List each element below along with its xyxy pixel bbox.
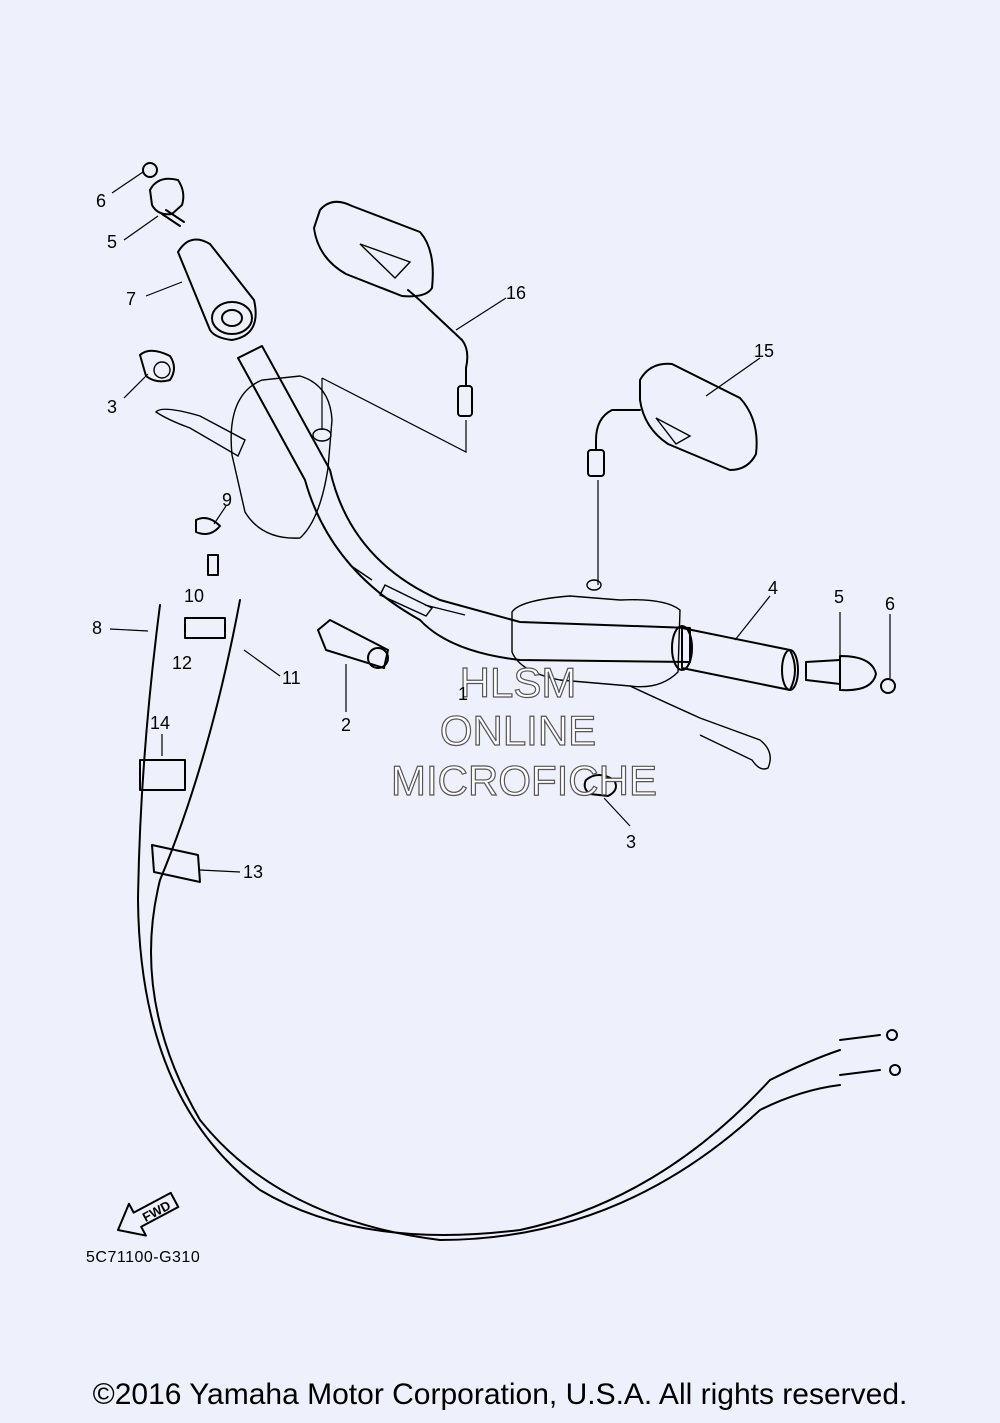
callout-6-left: 6 (96, 191, 106, 211)
callout-16: 16 (506, 283, 526, 303)
watermark-line3: MICROFICHE (391, 757, 657, 804)
copyright-notice: ©2016 Yamaha Motor Corporation, U.S.A. A… (92, 1378, 908, 1411)
left-grip (177, 238, 257, 341)
callout-1: 1 (458, 684, 468, 704)
screw-10 (207, 554, 219, 576)
diagram-code: 5C71100-G310 (86, 1249, 200, 1266)
left-bar-end-weight (142, 162, 185, 227)
callout-8: 8 (92, 618, 102, 638)
clip-9 (195, 517, 221, 535)
cable-guide-13 (151, 844, 201, 883)
bracket-2 (317, 619, 389, 669)
callout-12: 12 (172, 653, 192, 673)
mirror-left (313, 200, 473, 417)
cable-clamp-14 (139, 759, 186, 791)
leader-lines (109, 171, 891, 873)
watermark-line1: HLSM (460, 659, 577, 706)
right-switch-housing (511, 579, 771, 770)
right-grip (671, 625, 799, 691)
throttle-cables (137, 599, 901, 1241)
callout-9: 9 (222, 490, 232, 510)
callout-15: 15 (754, 341, 774, 361)
left-switch-housing (154, 375, 333, 539)
callout-3-right: 3 (626, 832, 636, 852)
right-bar-end-weight (805, 655, 896, 694)
holder-right (583, 774, 617, 797)
callout-5-left: 5 (107, 232, 117, 252)
callout-7: 7 (126, 289, 136, 309)
callout-5-right: 5 (834, 587, 844, 607)
handlebar (237, 345, 691, 663)
callout-14: 14 (150, 713, 170, 733)
callout-6-right: 6 (885, 594, 895, 614)
callout-10: 10 (184, 586, 204, 606)
callout-labels: 6 5 7 16 15 3 9 10 4 5 6 8 12 11 1 2 14 … (92, 191, 895, 882)
callout-11: 11 (282, 668, 301, 688)
callout-2: 2 (341, 715, 351, 735)
fwd-label: FWD (140, 1198, 173, 1225)
callout-3-left: 3 (107, 397, 117, 417)
cable-clamp-12 (184, 617, 226, 639)
holder-left (139, 349, 175, 383)
watermark-line2: ONLINE (440, 707, 596, 754)
watermark: HLSM ONLINE MICROFICHE (390, 658, 657, 804)
fwd-arrow: FWD (117, 1191, 180, 1237)
parts-diagram: HLSM ONLINE MICROFICHE 6 5 7 16 15 3 9 1… (86, 162, 901, 1266)
mirror-right (587, 362, 758, 477)
callout-13: 13 (243, 862, 263, 882)
mount-guides (321, 377, 599, 585)
callout-4: 4 (768, 578, 778, 598)
